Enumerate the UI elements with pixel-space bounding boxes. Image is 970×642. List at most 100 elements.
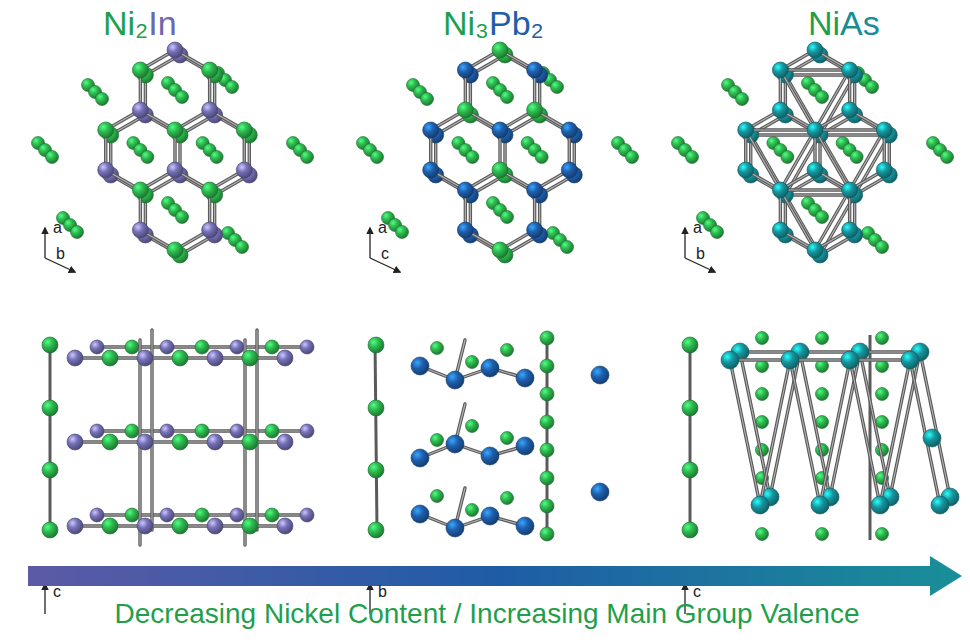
atom	[481, 447, 499, 465]
atom	[202, 222, 218, 238]
atom	[876, 416, 889, 429]
atom	[501, 211, 514, 224]
atom	[141, 151, 154, 164]
atom	[807, 162, 823, 178]
atom	[876, 162, 892, 178]
atom	[167, 242, 183, 258]
atom	[90, 424, 104, 438]
atom	[781, 351, 799, 369]
atom	[176, 91, 189, 104]
atom	[160, 424, 174, 438]
axis-arrow	[44, 584, 45, 614]
atom	[923, 429, 941, 447]
bond	[880, 360, 910, 505]
atom	[102, 518, 118, 534]
atom	[736, 93, 749, 106]
atom	[772, 102, 788, 118]
atom	[816, 332, 829, 345]
atom	[160, 340, 174, 354]
atom	[446, 371, 464, 389]
atom	[931, 496, 949, 514]
atom	[516, 437, 534, 455]
atom	[876, 241, 889, 254]
atom	[516, 369, 534, 387]
axis-arrow	[369, 228, 370, 258]
atom	[396, 226, 409, 239]
bond-highlight	[890, 352, 920, 497]
atom	[98, 162, 114, 178]
atom	[230, 508, 244, 522]
atom	[236, 241, 249, 254]
atom	[90, 340, 104, 354]
bond	[760, 360, 790, 505]
atom	[300, 508, 314, 522]
atom	[301, 151, 314, 164]
illustration	[28, 42, 962, 614]
formula-part: As	[840, 6, 880, 40]
bond-highlight	[850, 130, 885, 190]
atom	[721, 351, 739, 369]
atom	[265, 340, 279, 354]
bond-highlight	[780, 190, 815, 250]
bond-highlight	[780, 189, 849, 190]
atom	[772, 62, 788, 78]
atom	[807, 242, 823, 258]
axis-label: c	[381, 246, 389, 262]
bond	[815, 70, 850, 130]
atom	[167, 122, 183, 138]
atom	[772, 182, 788, 198]
atom	[876, 332, 889, 345]
atom	[431, 490, 444, 503]
atom	[42, 462, 58, 478]
bond-highlight	[820, 360, 850, 505]
bond	[910, 360, 940, 505]
atom	[195, 508, 209, 522]
bond	[780, 188, 849, 191]
bond	[780, 70, 815, 130]
atom	[527, 62, 543, 78]
atom	[527, 182, 543, 198]
atom	[816, 211, 829, 224]
atom	[137, 518, 153, 534]
atom	[501, 344, 514, 357]
atom	[230, 340, 244, 354]
atom	[842, 62, 858, 78]
bond-highlight	[830, 352, 860, 497]
atom	[132, 222, 148, 238]
atom	[207, 434, 223, 450]
ni2in-structure	[32, 42, 315, 614]
axis-label: a	[378, 220, 387, 236]
atom	[42, 337, 58, 353]
atom	[42, 400, 58, 416]
atom	[90, 508, 104, 522]
bond	[850, 360, 880, 505]
atom	[842, 102, 858, 118]
atom	[682, 522, 698, 538]
atom	[67, 350, 83, 366]
atom	[446, 519, 464, 537]
axis-label: c	[693, 584, 701, 600]
atom	[492, 162, 508, 178]
atom	[682, 400, 698, 416]
atom	[527, 222, 543, 238]
atom	[516, 517, 534, 535]
axis-label: b	[56, 246, 65, 262]
atom	[202, 102, 218, 118]
atom	[265, 508, 279, 522]
atom	[172, 350, 188, 366]
bond-highlight	[780, 70, 815, 130]
atom	[876, 388, 889, 401]
atom	[423, 122, 439, 138]
bond-highlight	[815, 130, 850, 190]
atom	[371, 151, 384, 164]
atom	[195, 340, 209, 354]
atom	[626, 151, 639, 164]
atom	[816, 528, 829, 541]
axis-arrow	[44, 228, 45, 258]
atom	[535, 151, 548, 164]
formula-part: Ni	[808, 6, 840, 40]
atom	[167, 42, 183, 58]
atom	[457, 102, 473, 118]
formula-part: Pb₂	[489, 6, 544, 40]
bond	[746, 128, 815, 131]
